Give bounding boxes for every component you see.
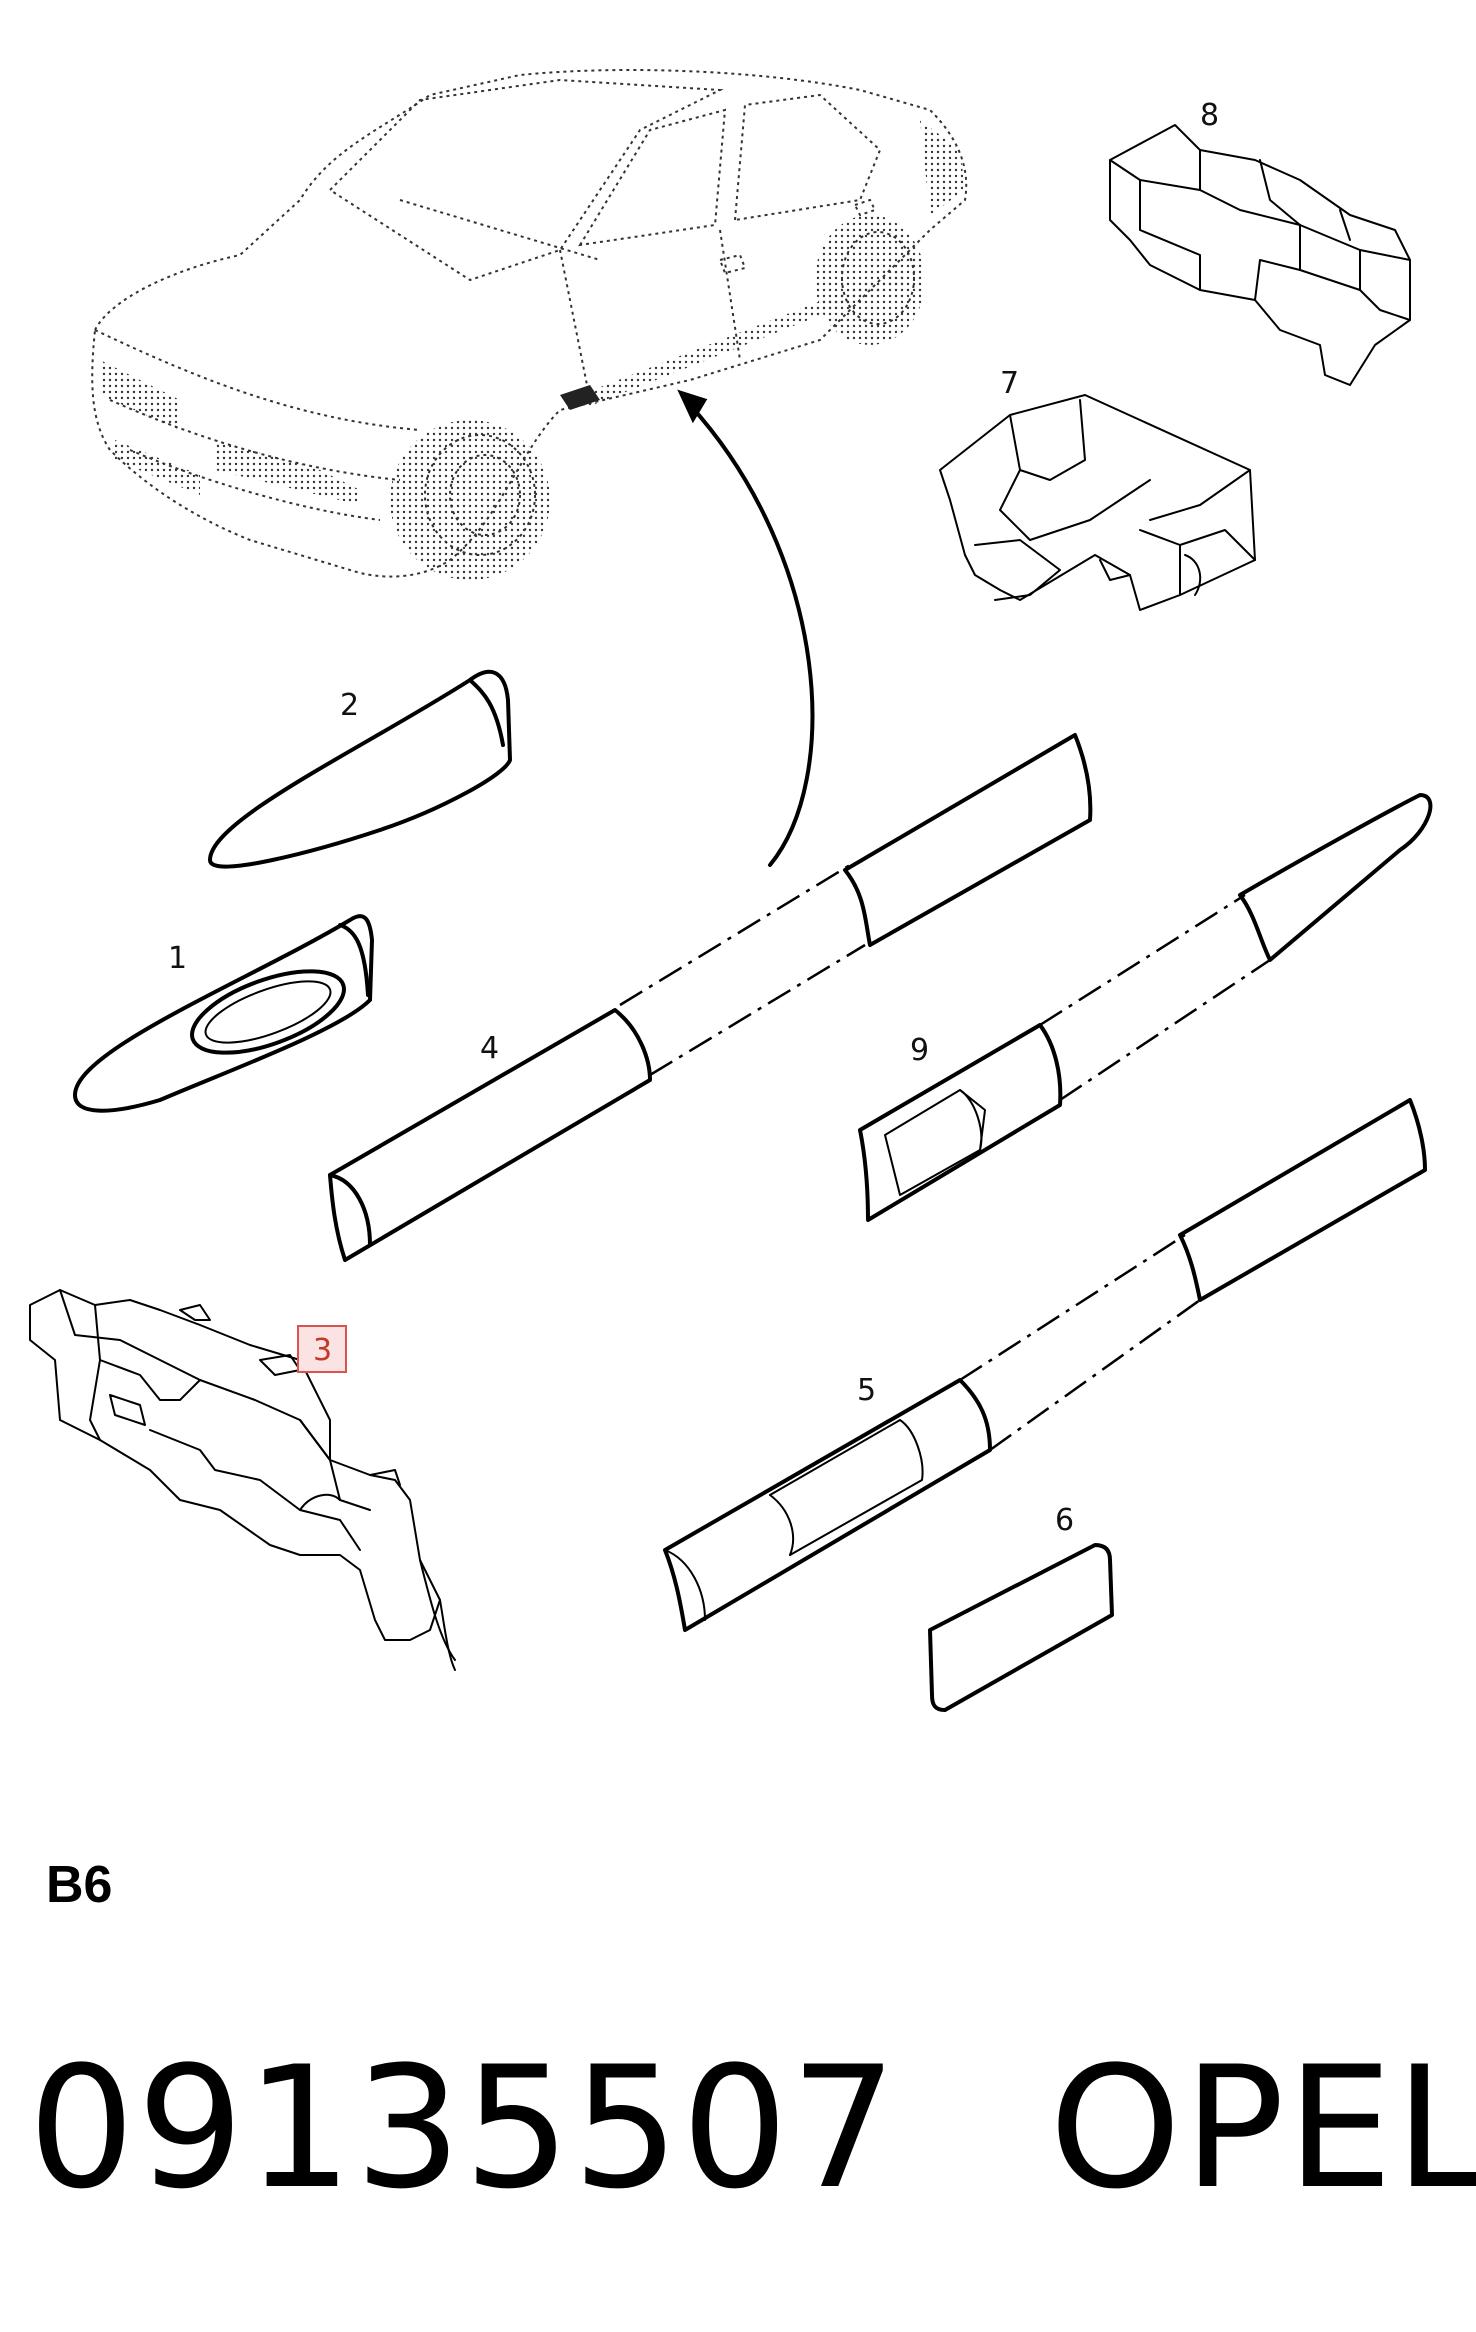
part-number: 09135507 — [28, 2030, 900, 2226]
car-illustration — [91, 69, 968, 580]
callout-9[interactable]: 9 — [910, 1033, 929, 1068]
part-3-bracket — [29, 1289, 456, 1671]
footer: 09135507 OPEL — [28, 2030, 1476, 2226]
part-4-door-molding — [328, 733, 1093, 1262]
callout-7[interactable]: 7 — [1000, 366, 1019, 401]
part-7-clip — [939, 394, 1256, 611]
callout-1[interactable]: 1 — [168, 941, 187, 976]
callout-3[interactable]: 3 — [313, 1333, 332, 1368]
callout-labels: 2 1 4 9 5 6 7 8 3 — [168, 98, 1219, 1538]
part-1-emblem-molding — [73, 914, 374, 1113]
pointer-arrow — [677, 389, 815, 867]
callout-3-highlight-box — [297, 1325, 347, 1373]
callout-2[interactable]: 2 — [340, 688, 359, 723]
part-5-rear-door-molding — [663, 1098, 1427, 1632]
brand-name: OPEL — [1049, 2030, 1476, 2226]
part-2-front-molding — [208, 669, 512, 869]
callout-8[interactable]: 8 — [1200, 98, 1219, 133]
callout-4[interactable]: 4 — [480, 1031, 499, 1066]
part-6-insert — [928, 1543, 1114, 1712]
part-9-door-molding — [858, 793, 1433, 1222]
callout-6[interactable]: 6 — [1055, 1503, 1074, 1538]
section-code: B6 — [46, 1856, 113, 1914]
callout-5[interactable]: 5 — [857, 1373, 876, 1408]
part-8-clip — [1109, 124, 1411, 386]
